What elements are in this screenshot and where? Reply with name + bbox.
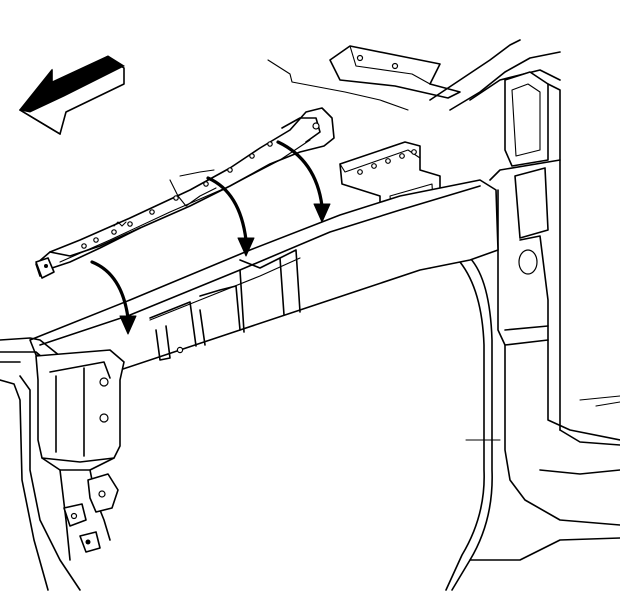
leader-line xyxy=(267,59,409,111)
upper-rail xyxy=(29,179,499,371)
body-side-panel xyxy=(429,39,620,526)
install-arrow-icon xyxy=(90,140,331,335)
cowl-bracket xyxy=(329,45,461,99)
radiator-support xyxy=(0,337,125,591)
wheel-opening xyxy=(429,252,620,591)
direction-arrow-icon xyxy=(19,55,126,135)
reinforcement-part xyxy=(35,107,335,279)
